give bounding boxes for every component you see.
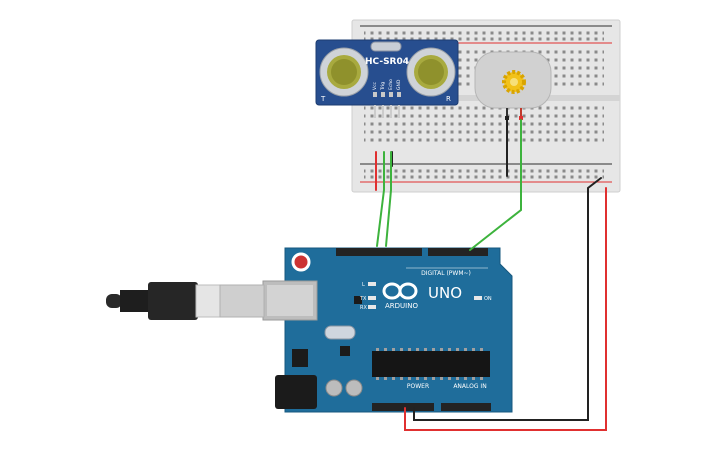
sensor-pin-label: Echo (388, 79, 394, 90)
sensor-corner-right: R (446, 95, 451, 103)
usb-cable-icon (106, 282, 265, 320)
board-model-label: UNO (428, 284, 462, 302)
arduino-infinity-logo-icon (382, 282, 418, 300)
analog-header-label: ANALOG IN (453, 383, 486, 390)
sensor-pin-label: Vcc (372, 81, 378, 90)
led-label: TX (359, 296, 367, 302)
digital-header-label: DIGITAL (PWM~) (421, 270, 471, 277)
sensor-pin-label: GND (396, 79, 402, 90)
ultrasonic-sensor[interactable]: HC-SR04 T R Vcc Trig Echo GND (315, 39, 459, 118)
arduino-uno-board[interactable]: DIGITAL (PWM~) UNO ARDUINO L TX RX ON (262, 247, 513, 413)
dc-motor[interactable] (474, 51, 552, 120)
reset-button[interactable] (291, 252, 311, 272)
sensor-model-label: HC-SR04 (365, 57, 409, 67)
sensor-corner-left: T (320, 95, 326, 103)
transducer-right-icon (406, 47, 456, 97)
wires (375, 119, 607, 431)
motor-gear-icon (502, 70, 526, 94)
led-label: L (362, 282, 365, 288)
microcontroller-chip (372, 351, 490, 377)
led-label: RX (360, 305, 367, 311)
power-header-label: POWER (407, 383, 429, 390)
on-led-label: ON (484, 296, 492, 302)
board-brand-label: ARDUINO (385, 302, 418, 310)
sensor-pin-label: Trig (380, 82, 386, 91)
transducer-left-icon (319, 47, 369, 97)
